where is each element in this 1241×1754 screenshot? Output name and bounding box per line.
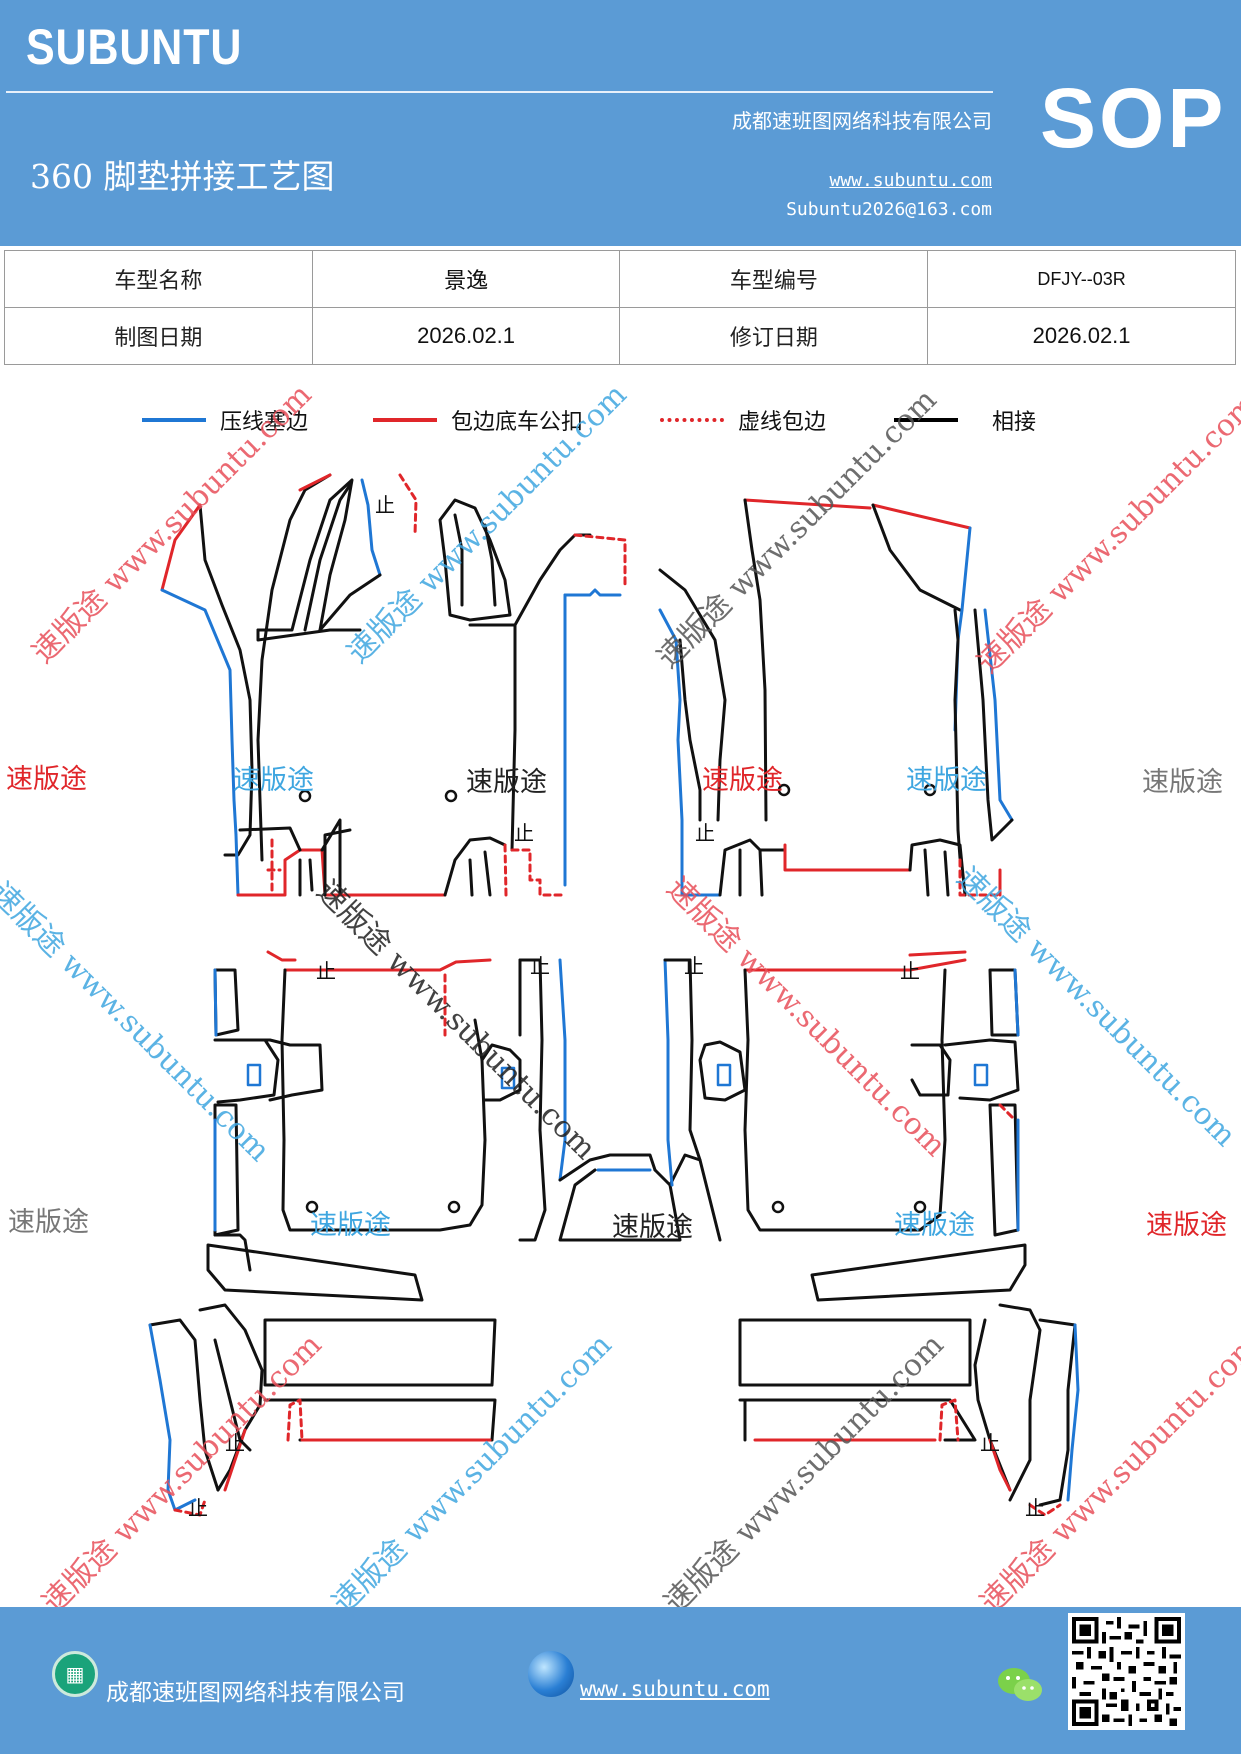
legend-item-dashed-binding: 虚线包边 (660, 404, 826, 436)
stop-mark: 止 (514, 821, 534, 845)
legend-swatch (373, 418, 437, 422)
legend-item-joint: 相接 (894, 404, 1036, 436)
header-divider (6, 91, 993, 93)
model-name-value: 景逸 (311, 250, 621, 308)
watermark-label: 速版途 (233, 765, 314, 796)
wechat-icon[interactable] (996, 1665, 1044, 1705)
draw-date-value: 2026.02.1 (311, 307, 621, 365)
stop-mark: 止 (900, 959, 920, 983)
watermark-label: 速版途 (612, 1212, 693, 1243)
model-code-value: DFJY--03R (927, 250, 1236, 308)
watermark-label: 速版途 (6, 764, 87, 795)
mat-front-left (160, 473, 447, 897)
footer-company-name: 成都速班图网络科技有限公司 (106, 1680, 405, 1706)
legend-item-press-line: 压线塞边 (142, 404, 308, 436)
watermark-label: 速版途 (466, 767, 547, 798)
stop-mark: 止 (695, 821, 715, 845)
sop-label: SOP (1040, 71, 1227, 165)
watermark-label: 速版途 (702, 765, 783, 796)
revision-date-label: 修订日期 (619, 307, 929, 365)
table-row: 车型名称 景逸 车型编号 DFJY--03R (4, 250, 1236, 308)
globe-icon (528, 1651, 574, 1697)
stop-mark: 止 (316, 959, 336, 983)
legend-item-binding: 包边底车公扣 (373, 404, 583, 436)
stop-mark: 止 (225, 1431, 245, 1455)
brand-logo: SUBUNTU (26, 19, 243, 75)
footer-banner: ▦ 成都速班图网络科技有限公司 www.subuntu.com (0, 1607, 1241, 1754)
legend-swatch (894, 418, 958, 422)
qr-code-icon[interactable] (1068, 1613, 1185, 1730)
watermark-label: 速版途 (906, 765, 987, 796)
legend-swatch (142, 418, 206, 422)
floor-mat-diagram: 止 止 止 止 止 止 止 止 止 止 止 (148, 473, 1080, 1520)
stop-mark: 止 (980, 1431, 1000, 1455)
legend-label: 相接 (992, 410, 1037, 435)
draw-date-label: 制图日期 (4, 307, 313, 365)
watermark-label: 速版途 (894, 1210, 975, 1241)
watermark-label: 速版途 (310, 1210, 391, 1241)
stop-mark: 止 (530, 954, 550, 978)
watermark-label: 速版途 (8, 1207, 89, 1238)
mat-front-right (658, 498, 1014, 897)
table-row: 制图日期 2026.02.1 修订日期 2026.02.1 (4, 307, 1236, 365)
mat-rear-right (698, 950, 1080, 1517)
website-link[interactable]: www.subuntu.com (829, 170, 992, 191)
legend-label: 包边底车公扣 (451, 410, 584, 435)
mat-rear-left (148, 950, 522, 1517)
legend-swatch (660, 418, 724, 422)
stop-mark: 止 (188, 1496, 208, 1520)
model-name-label: 车型名称 (4, 250, 313, 308)
vehicle-info-table: 车型名称 景逸 车型编号 DFJY--03R 制图日期 2026.02.1 修订… (4, 250, 1236, 365)
model-code-label: 车型编号 (619, 250, 929, 308)
revision-date-value: 2026.02.1 (927, 307, 1236, 365)
footer-website-link[interactable]: www.subuntu.com (580, 1677, 770, 1701)
watermark-label: 速版途 (1146, 1210, 1227, 1241)
email-address: Subuntu2026@163.com (786, 199, 992, 220)
legend-label: 虚线包边 (738, 410, 827, 435)
company-icon: ▦ (52, 1651, 98, 1697)
header-banner: SUBUNTU 成都速班图网络科技有限公司 360 脚垫拼接工艺图 www.su… (0, 0, 1241, 246)
stop-mark: 止 (375, 493, 395, 517)
stop-mark: 止 (684, 954, 704, 978)
stop-mark: 止 (1025, 1496, 1045, 1520)
document-title: 360 脚垫拼接工艺图 (30, 157, 335, 196)
legend-label: 压线塞边 (220, 410, 309, 435)
mat-center-left (438, 498, 627, 897)
watermark-label: 速版途 (1142, 767, 1223, 798)
mat-rear-center (518, 958, 722, 1242)
company-name: 成都速班图网络科技有限公司 (732, 109, 992, 133)
